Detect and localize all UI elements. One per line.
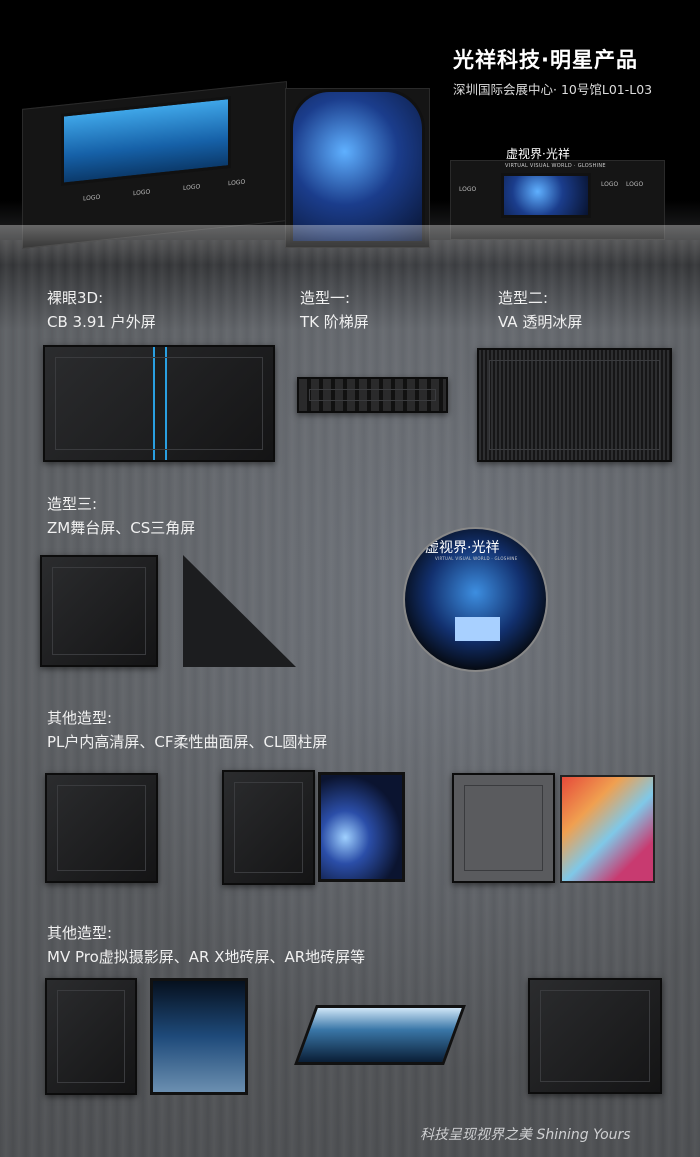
va-panel-image [477, 348, 672, 462]
section-heading: 其他造型: [47, 924, 113, 942]
cl-panel-back-image [452, 773, 555, 883]
section-heading: 造型一: [300, 289, 351, 307]
cl-panel-front-image [560, 775, 655, 883]
booth-right-screen [501, 173, 591, 218]
booth-sign-subtitle: VIRTUAL VISUAL WORLD · GLOSHINE [505, 163, 606, 169]
zm-panel-image [40, 555, 158, 667]
booth-left-block: LOGO LOGO LOGO LOGO [22, 81, 287, 249]
stage-screen [455, 617, 500, 641]
section-product: PL户内高清屏、CF柔性曲面屏、CL圆柱屏 [47, 733, 328, 751]
section-zm-cs: 造型三: ZM舞台屏、CS三角屏 [47, 492, 195, 540]
section-heading: 造型二: [498, 289, 549, 307]
booth-logo: LOGO [183, 183, 201, 193]
section-product: MV Pro虚拟摄影屏、AR X地砖屏、AR地砖屏等 [47, 948, 366, 966]
mv-pro-screen-image [150, 978, 248, 1095]
page-title: 光祥科技·明星产品 [453, 48, 638, 72]
stage-circle-image: 虚视界·光祥 VIRTUAL VISUAL WORLD · GLOSHINE [403, 527, 548, 672]
section-va: 造型二: VA 透明冰屏 [498, 286, 582, 334]
section-heading: 其他造型: [47, 709, 113, 727]
ar-floor-tile-image [528, 978, 662, 1094]
booth-right-block: 虚视界·光祥 VIRTUAL VISUAL WORLD · GLOSHINE L… [450, 147, 665, 240]
section-mv-ar: 其他造型: MV Pro虚拟摄影屏、AR X地砖屏、AR地砖屏等 [47, 921, 365, 969]
section-product: ZM舞台屏、CS三角屏 [47, 519, 196, 537]
section-heading: 裸眼3D: [47, 289, 104, 307]
booth-logo: LOGO [83, 193, 101, 203]
section-product: VA 透明冰屏 [498, 313, 583, 331]
cs-triangle-panel-image [183, 555, 296, 667]
section-cb: 裸眼3D: CB 3.91 户外屏 [47, 286, 156, 334]
venue-subtitle: 深圳国际会展中心· 10号馆L01-L03 [453, 82, 653, 97]
cf-panel-back-image [222, 770, 315, 885]
section-heading: 造型三: [47, 495, 98, 513]
section-pl-cf-cl: 其他造型: PL户内高清屏、CF柔性曲面屏、CL圆柱屏 [47, 706, 327, 754]
footer-slogan: 科技呈现视界之美 Shining Yours [420, 1127, 631, 1143]
cb-panel-image [43, 345, 275, 462]
tk-panel-image [297, 377, 448, 413]
stage-sign-subtitle: VIRTUAL VISUAL WORLD · GLOSHINE [435, 556, 518, 561]
pl-panel-image [45, 773, 158, 883]
booth-logo: LOGO [133, 188, 151, 198]
cf-panel-front-image [318, 772, 405, 882]
booth-logo: LOGO [459, 186, 477, 193]
booth-dolphin-screen [61, 95, 231, 186]
booth-center-block [285, 88, 430, 248]
booth-arch-screen [290, 89, 425, 244]
mv-pro-panel-image [45, 978, 137, 1095]
section-tk: 造型一: TK 阶梯屏 [300, 286, 369, 334]
booth-floor-glow [0, 225, 700, 265]
section-product: TK 阶梯屏 [300, 313, 369, 331]
booth-sign: 虚视界·光祥 [506, 147, 570, 161]
booth-logo: LOGO [228, 178, 246, 188]
stage-sign: 虚视界·光祥 [425, 540, 500, 556]
booth-logo: LOGO [601, 181, 619, 188]
ar-x-floor-tile-image [294, 1005, 466, 1065]
section-product: CB 3.91 户外屏 [47, 313, 156, 331]
booth-logo: LOGO [626, 181, 644, 188]
